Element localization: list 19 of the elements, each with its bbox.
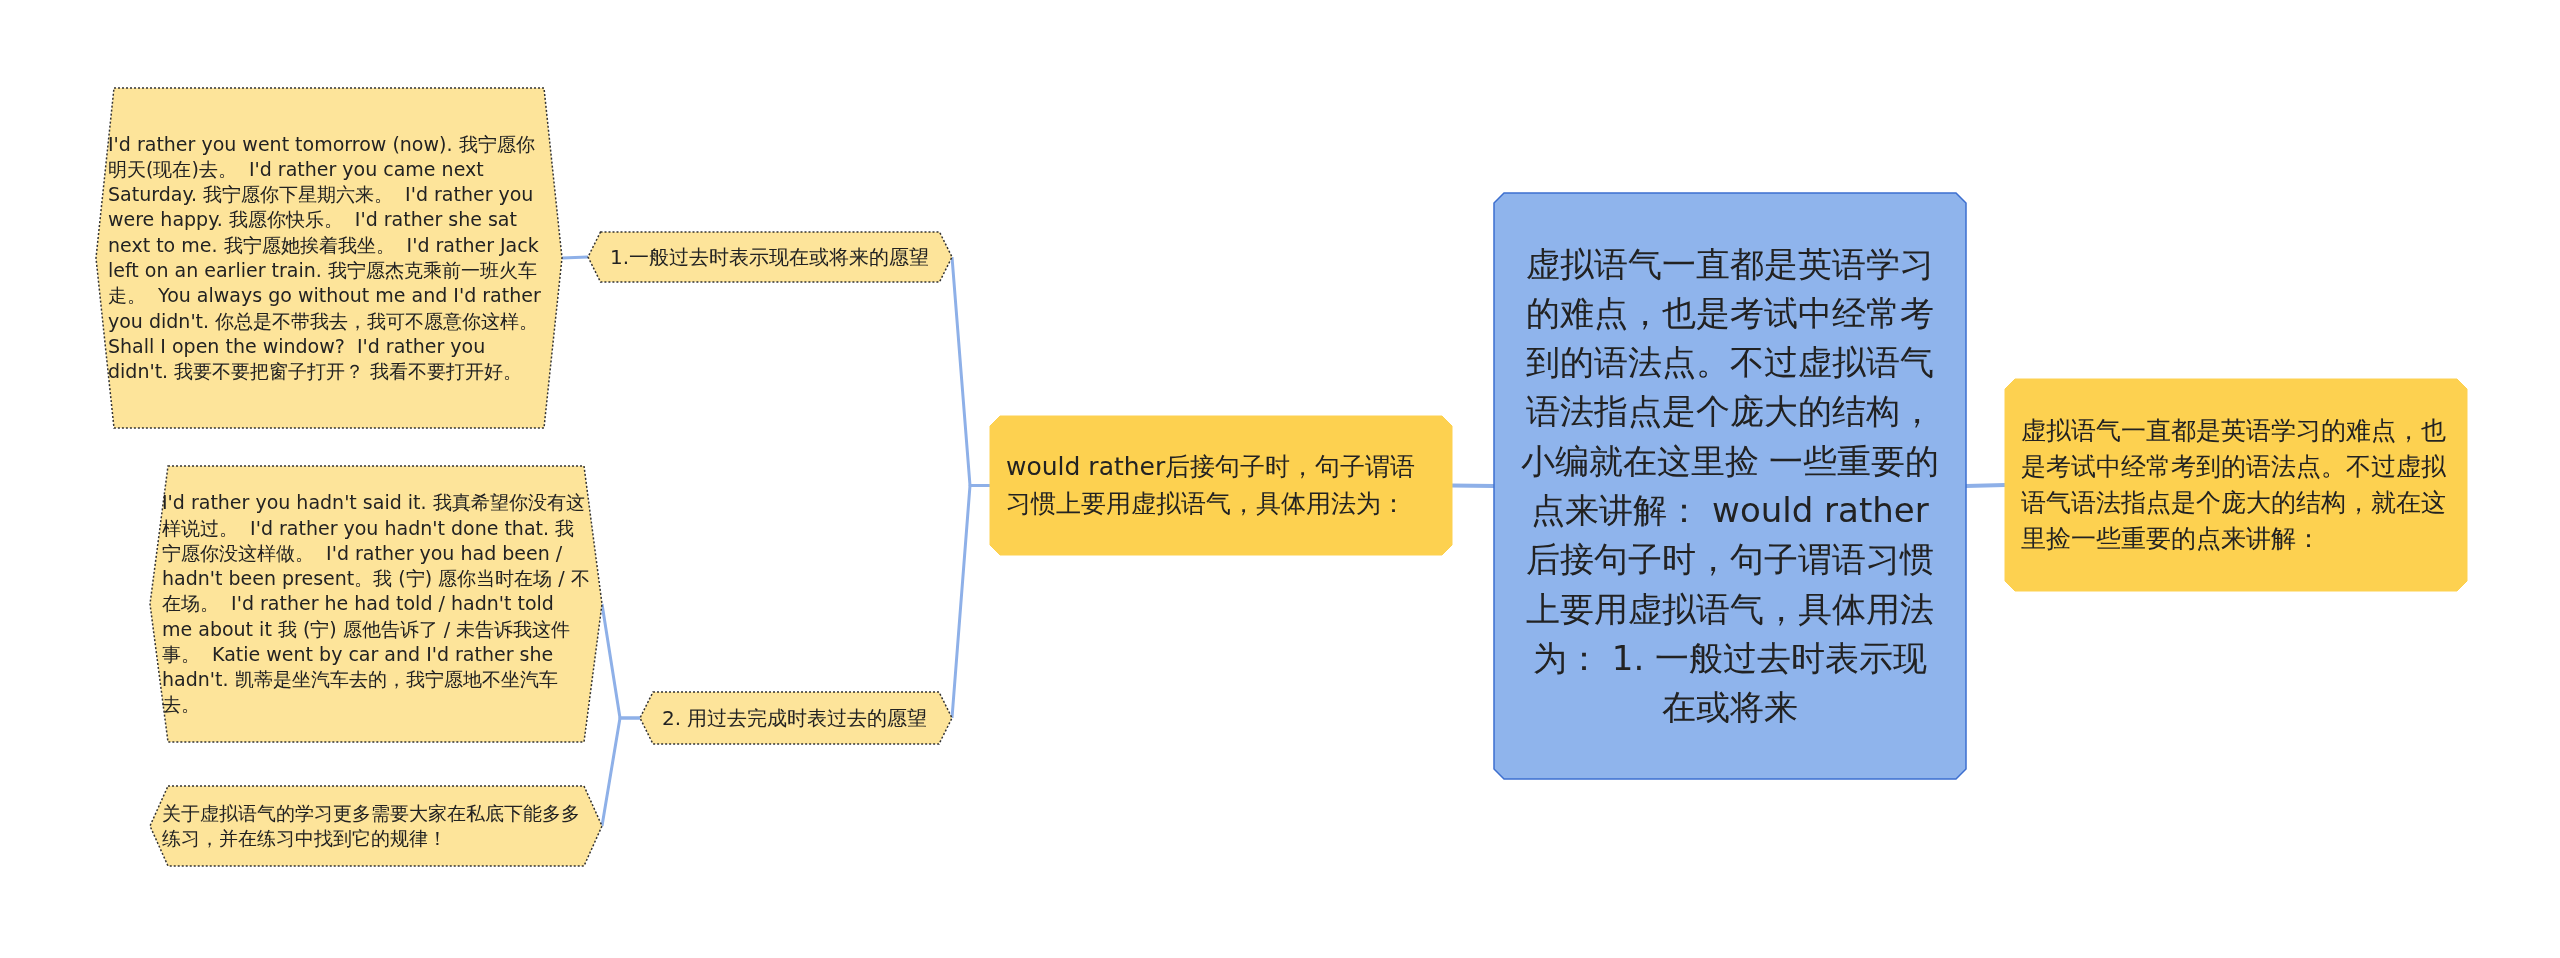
- topic-box: [150, 466, 602, 742]
- topic-text: 虚拟语气一直都是英语学习的难点，也是考试中经常考到的语法点。不过虚拟语气语法指点是个庞大的结构，就在这里捡一些重要的点来讲解：: [2021, 414, 2447, 556]
- topic-text: 2. 用过去完成时表过去的愿望: [662, 706, 928, 730]
- topic-box: [1494, 193, 1966, 779]
- topic-text: 虚拟语气一直都是英语学习的难点，也是考试中经常考到的语法点。不过虚拟语气语法指点是个庞大的结构，小编就在这里捡 一些重要的点来讲解： would rather后接句子时，句子谓语习惯上要用虚拟语气，具体用法为： 1. 一般过去时表示现在或将来: [1519, 242, 1941, 730]
- topic-box: [96, 88, 562, 428]
- topic-box: [990, 416, 1452, 555]
- topic-box: [2005, 379, 2467, 591]
- topic-text: 1.一般过去时表示现在或将来的愿望: [610, 245, 930, 269]
- connector-line: [1451, 483, 1495, 488]
- connector-line: [600, 716, 640, 827]
- topic-box: [640, 692, 952, 744]
- topic-text: I'd rather you hadn't said it. 我真希望你没有这样说过。 I'd rather you hadn't done that. 我宁愿你没这样做。 I'd rather you had been / hadn't been present。我 (宁) 愿你当时在场 / 不在场。 I'd rather he had told / hadn't told me about it 我 (宁) 愿他告诉了 / 未告诉我这件事。 Katie went by car and I'd rather she hadn't. 凯蒂是坐汽车去的，我宁愿地不坐汽车去。: [162, 490, 590, 718]
- topic-text: I'd rather you went tomorrow (now). 我宁愿你明天(现在)去。 I'd rather you came next Saturday. 我宁愿你下星期六来。 I'd rather you were happy. 我愿你快乐。 I'd rather she sat next to me. 我宁愿她挨着我坐。 I'd rather Jack left on an earlier train. 我宁愿杰克乘前一班火车走。 You always go without me and I'd rather you didn't. 你总是不带我去，我可不愿意你这样。 Shall I open the window? I'd rather you didn't. 我要不要把窗子打开？ 我看不要打开好。: [108, 131, 542, 385]
- connector-line: [561, 255, 589, 260]
- topic-box: [588, 232, 952, 282]
- topic-box: [150, 786, 602, 866]
- topic-text: would rather后接句子时，句子谓语习惯上要用虚拟语气，具体用法为：: [1006, 451, 1417, 520]
- topic-text: 关于虚拟语气的学习更多需要大家在私底下能多多练习，并在练习中找到它的规律！: [162, 800, 581, 851]
